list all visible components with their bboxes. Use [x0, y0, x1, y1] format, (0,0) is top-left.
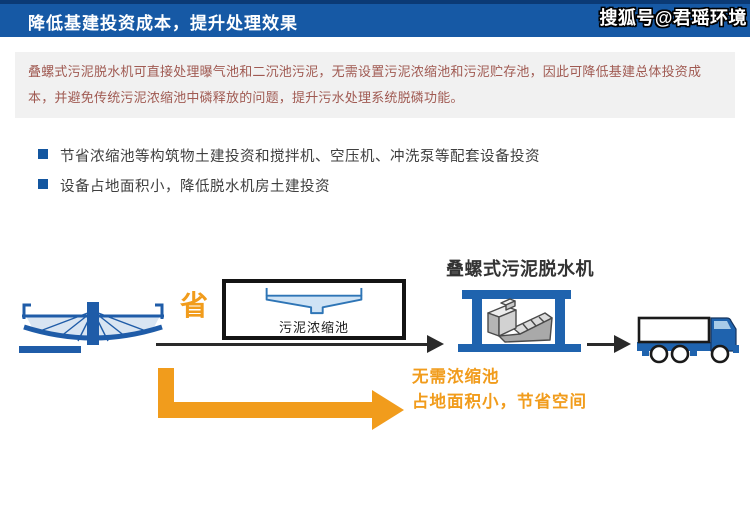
thickener-box: 污泥浓缩池	[222, 279, 406, 340]
watermark-sohu-account: 搜狐号@君瑶环境	[599, 8, 747, 28]
truck-icon	[637, 316, 739, 364]
clarifier-tank-icon	[19, 302, 164, 353]
bullet-item-2: 设备占地面积小，降低脱水机房土建投资	[38, 175, 330, 196]
bullet-label: 节省浓缩池等构筑物土建投资和搅拌机、空压机、冲洗泵等配套设备投资	[60, 149, 540, 165]
bullet-square-icon	[38, 149, 48, 159]
benefit-line-2: 占地面积小，节省空间	[412, 393, 587, 411]
benefit-line-1: 无需浓缩池	[412, 368, 500, 386]
machine-title: 叠螺式污泥脱水机	[446, 259, 594, 279]
intro-paragraph: 叠螺式污泥脱水机可直接处理曝气池和二沉池污泥，无需设置污泥浓缩池和污泥贮存池，因…	[28, 64, 702, 105]
intro-box: 叠螺式污泥脱水机可直接处理曝气池和二沉池污泥，无需设置污泥浓缩池和污泥贮存池，因…	[15, 52, 735, 118]
page-title: 降低基建投资成本，提升处理效果	[28, 14, 298, 33]
bullet-label: 设备占地面积小，降低脱水机房土建投资	[60, 179, 330, 195]
bullet-item-1: 节省浓缩池等构筑物土建投资和搅拌机、空压机、冲洗泵等配套设备投资	[38, 145, 540, 166]
flow-line	[587, 343, 615, 346]
save-label: 省	[180, 290, 209, 321]
flow-line	[156, 343, 428, 346]
thickener-tank-icon	[265, 287, 363, 315]
dewatering-machine-icon	[458, 290, 581, 352]
bullet-square-icon	[38, 179, 48, 189]
header-bar: 降低基建投资成本，提升处理效果	[0, 0, 750, 37]
flow-arrow-icon	[614, 335, 631, 353]
benefit-text: 无需浓缩池 占地面积小，节省空间	[412, 365, 587, 415]
thickener-label: 污泥浓缩池	[278, 320, 349, 335]
flow-arrow-icon	[427, 335, 444, 353]
orange-elbow-arrow-icon	[158, 368, 404, 430]
